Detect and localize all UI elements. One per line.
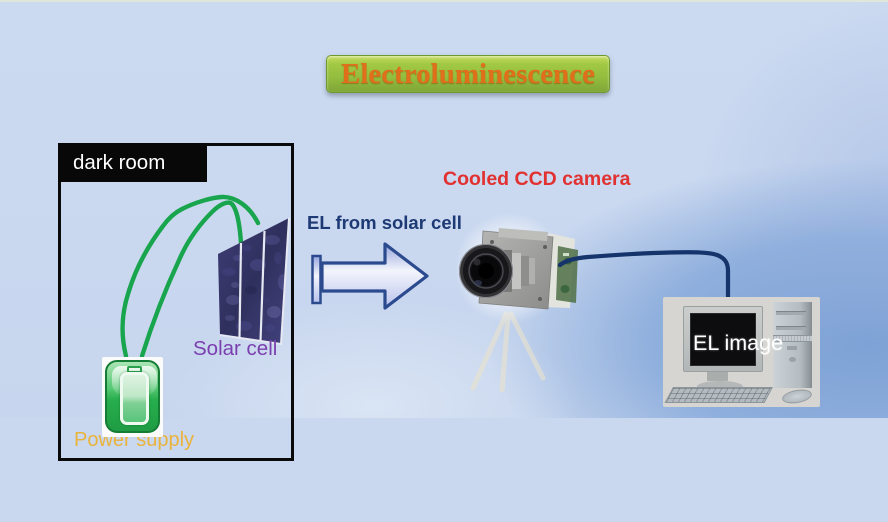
dark-room-label: dark room [73, 150, 166, 174]
mouse [781, 387, 813, 406]
tripod-legs [470, 311, 546, 393]
keyboard [664, 387, 773, 403]
block-arrow [311, 242, 429, 310]
tower-drive-slot [776, 326, 806, 330]
title-banner: Electroluminescence [326, 55, 610, 93]
battery-body [105, 360, 160, 433]
monitor-stand-base [697, 381, 743, 392]
tower-button [787, 346, 797, 350]
el-from-solar-cell-label: EL from solar cell [307, 212, 462, 233]
ccd-camera-image [458, 228, 578, 310]
tower-ridge [773, 335, 812, 342]
divider-line [0, 0, 888, 2]
monitor-screen [690, 313, 756, 366]
monitor [683, 306, 763, 372]
solar-panel-image [218, 217, 290, 346]
computer-tower [773, 302, 812, 388]
computer-image: EL image [663, 297, 820, 407]
dark-room-header: dark room [58, 143, 207, 182]
page-title: Electroluminescence [341, 57, 595, 90]
solar-cell-label: Solar cell [193, 337, 278, 360]
battery-inner [120, 372, 149, 425]
wire-right [139, 200, 245, 359]
cooled-ccd-camera-label: Cooled CCD camera [443, 168, 631, 190]
el-image-label: EL image [693, 331, 784, 355]
tower-drive-slot [776, 311, 806, 315]
power-supply-icon [102, 357, 163, 437]
wire-left [120, 194, 261, 359]
camera-cable [557, 250, 731, 300]
tower-logo [789, 357, 796, 362]
monitor-stand-neck [707, 372, 728, 381]
